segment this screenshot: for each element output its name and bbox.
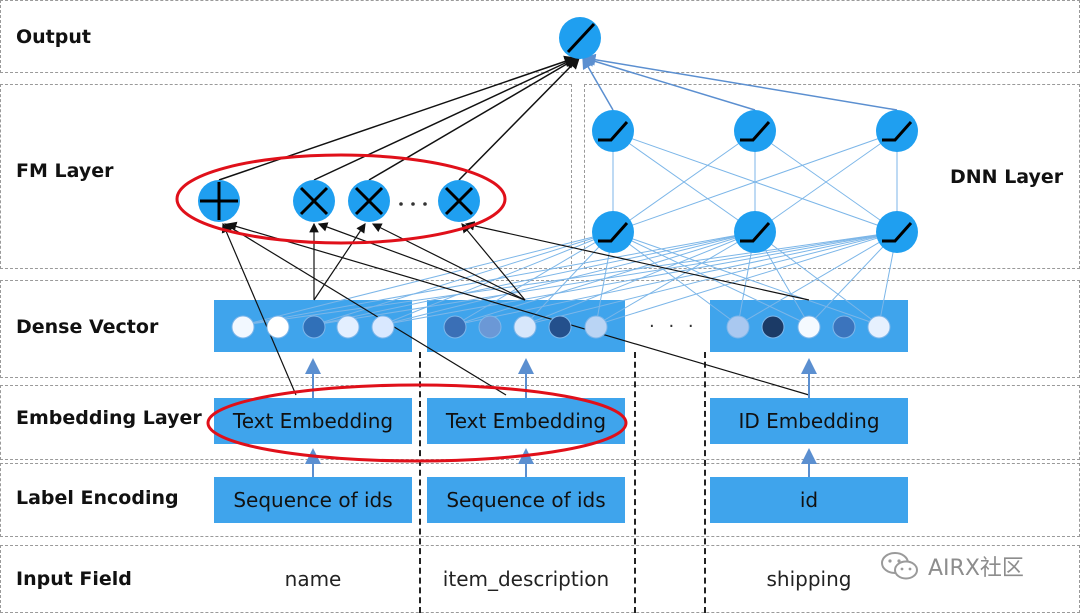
watermark-text: AIRX社区 bbox=[928, 556, 1024, 581]
row-label-dense-vector: Dense Vector bbox=[16, 316, 159, 338]
encoding-box-item-description: Sequence of ids bbox=[427, 477, 625, 523]
dense-unit bbox=[584, 315, 608, 339]
row-label-input-field: Input Field bbox=[16, 568, 132, 590]
dense-vector-units bbox=[231, 315, 891, 339]
fm-product-node bbox=[293, 180, 335, 222]
dnn-to-output-edges bbox=[582, 53, 898, 111]
dense-unit bbox=[867, 315, 891, 339]
dense-unit bbox=[443, 315, 467, 339]
relu-activation-icon bbox=[876, 110, 918, 152]
dense-unit bbox=[336, 315, 360, 339]
relu-activation-icon bbox=[876, 211, 918, 253]
encoding-box-name: Sequence of ids bbox=[214, 477, 412, 523]
dense-unit bbox=[797, 315, 821, 339]
dnn-neurons bbox=[592, 110, 918, 253]
encoding-box-shipping: id bbox=[710, 477, 908, 523]
row-label-dnn-layer: DNN Layer bbox=[950, 166, 1064, 188]
relu-activation-icon bbox=[734, 110, 776, 152]
fm-ellipsis bbox=[399, 202, 427, 206]
dnn-edges bbox=[242, 131, 898, 326]
dense-unit bbox=[302, 315, 326, 339]
input-field-name: name bbox=[284, 567, 342, 591]
dense-unit bbox=[513, 315, 537, 339]
fm-product-node bbox=[348, 180, 390, 222]
relu-activation-icon bbox=[592, 110, 634, 152]
row-label-embedding-layer: Embedding Layer bbox=[16, 407, 202, 429]
dense-unit bbox=[266, 315, 290, 339]
dense-unit bbox=[726, 315, 750, 339]
embedding-box-name: Text Embedding bbox=[214, 398, 412, 444]
column-separator bbox=[704, 352, 706, 613]
wechat-icon bbox=[881, 552, 918, 580]
row-label-output: Output bbox=[16, 26, 91, 48]
row-label-fm-layer: FM Layer bbox=[16, 160, 114, 182]
fm-product-node bbox=[438, 180, 480, 222]
input-field-item-description: item_description bbox=[442, 567, 610, 591]
row-label-label-encoding: Label Encoding bbox=[16, 487, 179, 509]
dense-unit bbox=[832, 315, 856, 339]
dense-unit bbox=[548, 315, 572, 339]
dense-unit bbox=[371, 315, 395, 339]
relu-activation-icon bbox=[734, 211, 776, 253]
output-node bbox=[559, 17, 601, 59]
embedding-highlight-ellipse bbox=[206, 383, 628, 463]
dense-unit bbox=[478, 315, 502, 339]
embedding-box-item-description: Text Embedding bbox=[427, 398, 625, 444]
fm-layer-band bbox=[0, 84, 572, 269]
dense-to-fm-edges bbox=[221, 221, 810, 396]
dense-vector-ellipsis: · · · bbox=[649, 316, 698, 337]
dense-unit bbox=[231, 315, 255, 339]
embedding-box-shipping: ID Embedding bbox=[710, 398, 908, 444]
fm-highlight-ellipse bbox=[175, 153, 507, 245]
relu-activation-icon bbox=[592, 211, 634, 253]
column-separator bbox=[634, 352, 636, 613]
dense-unit bbox=[761, 315, 785, 339]
input-field-shipping: shipping bbox=[766, 567, 852, 591]
fm-sum-node bbox=[198, 180, 240, 222]
fm-to-output-edges bbox=[218, 55, 581, 181]
column-separator bbox=[419, 352, 421, 613]
watermark: AIRX社区 bbox=[880, 550, 1024, 582]
